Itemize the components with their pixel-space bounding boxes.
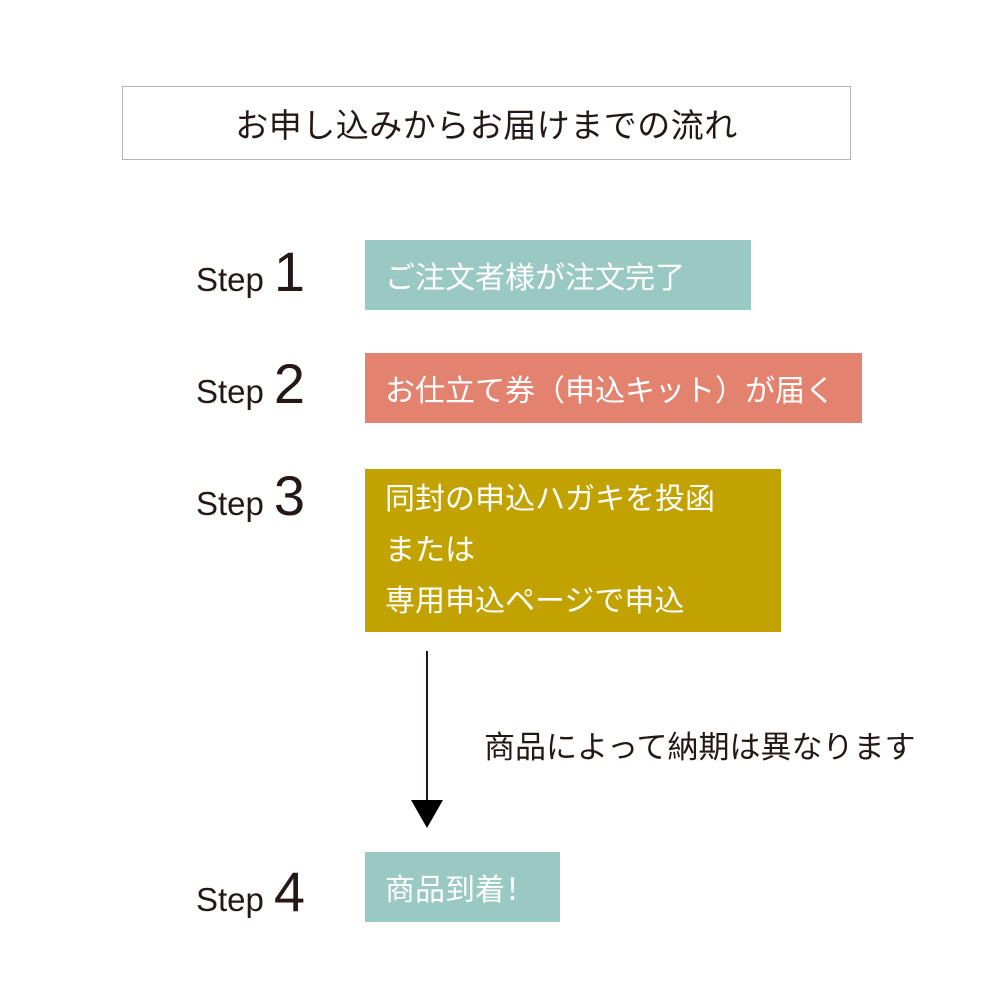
- step-4-label: Step 4: [196, 864, 305, 920]
- step-number: 3: [273, 464, 306, 527]
- step-2-box: お仕立て券（申込キット）が届く: [365, 353, 862, 423]
- step-1-text: ご注文者様が注文完了: [385, 261, 685, 296]
- step-2-text: お仕立て券（申込キット）が届く: [385, 374, 835, 409]
- arrow-down-icon: [411, 800, 443, 828]
- step-4-text: 商品到着！: [385, 873, 535, 908]
- step-number: 1: [273, 240, 306, 303]
- step-word: Step: [196, 485, 264, 522]
- delivery-note: 商品によって納期は異なります: [484, 730, 916, 766]
- step-number: 4: [273, 860, 306, 923]
- step-2-label: Step 2: [196, 356, 305, 412]
- flow-arrow-line: [426, 651, 428, 801]
- step-3-label: Step 3: [196, 468, 305, 524]
- step-number: 2: [273, 352, 306, 415]
- step-word: Step: [196, 373, 264, 410]
- step-word: Step: [196, 881, 264, 918]
- step-1-box: ご注文者様が注文完了: [365, 240, 751, 310]
- step-3-text-line-1: 同封の申込ハガキを投函: [385, 482, 715, 517]
- step-3-box: 同封の申込ハガキを投函 または 専用申込ページで申込: [365, 469, 781, 632]
- step-4-box: 商品到着！: [365, 852, 560, 922]
- step-3-text-line-2: または: [385, 533, 475, 568]
- step-3-text-line-3: 専用申込ページで申込: [385, 584, 685, 619]
- flow-title: お申し込みからお届けまでの流れ: [122, 86, 851, 160]
- step-word: Step: [196, 261, 264, 298]
- step-1-label: Step 1: [196, 244, 305, 300]
